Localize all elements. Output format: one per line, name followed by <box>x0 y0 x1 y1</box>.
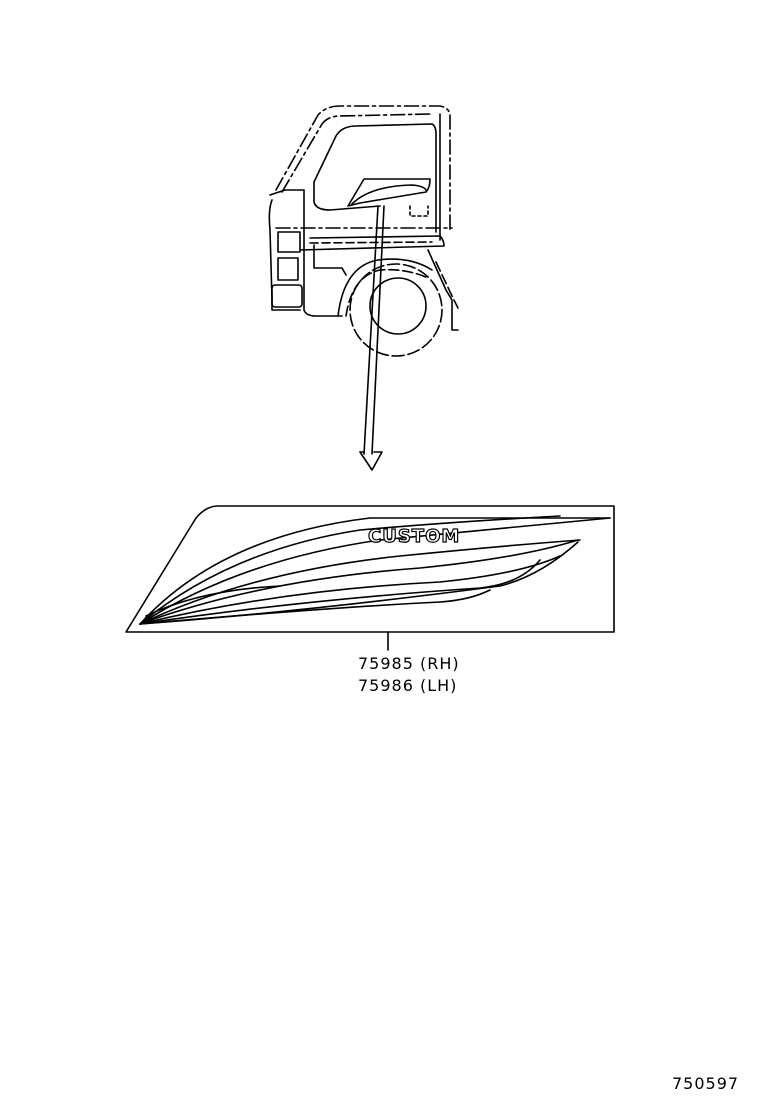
diagram-id: 750597 <box>672 1074 740 1093</box>
part-number-lh: 75986 (LH) <box>358 676 458 695</box>
stripe-decal <box>125 505 615 633</box>
truck-cab-illustration <box>268 105 459 357</box>
custom-emblem: CUSTOM <box>368 526 460 547</box>
leader-arrow <box>359 205 385 471</box>
part-number-rh: 75985 (RH) <box>358 654 460 673</box>
